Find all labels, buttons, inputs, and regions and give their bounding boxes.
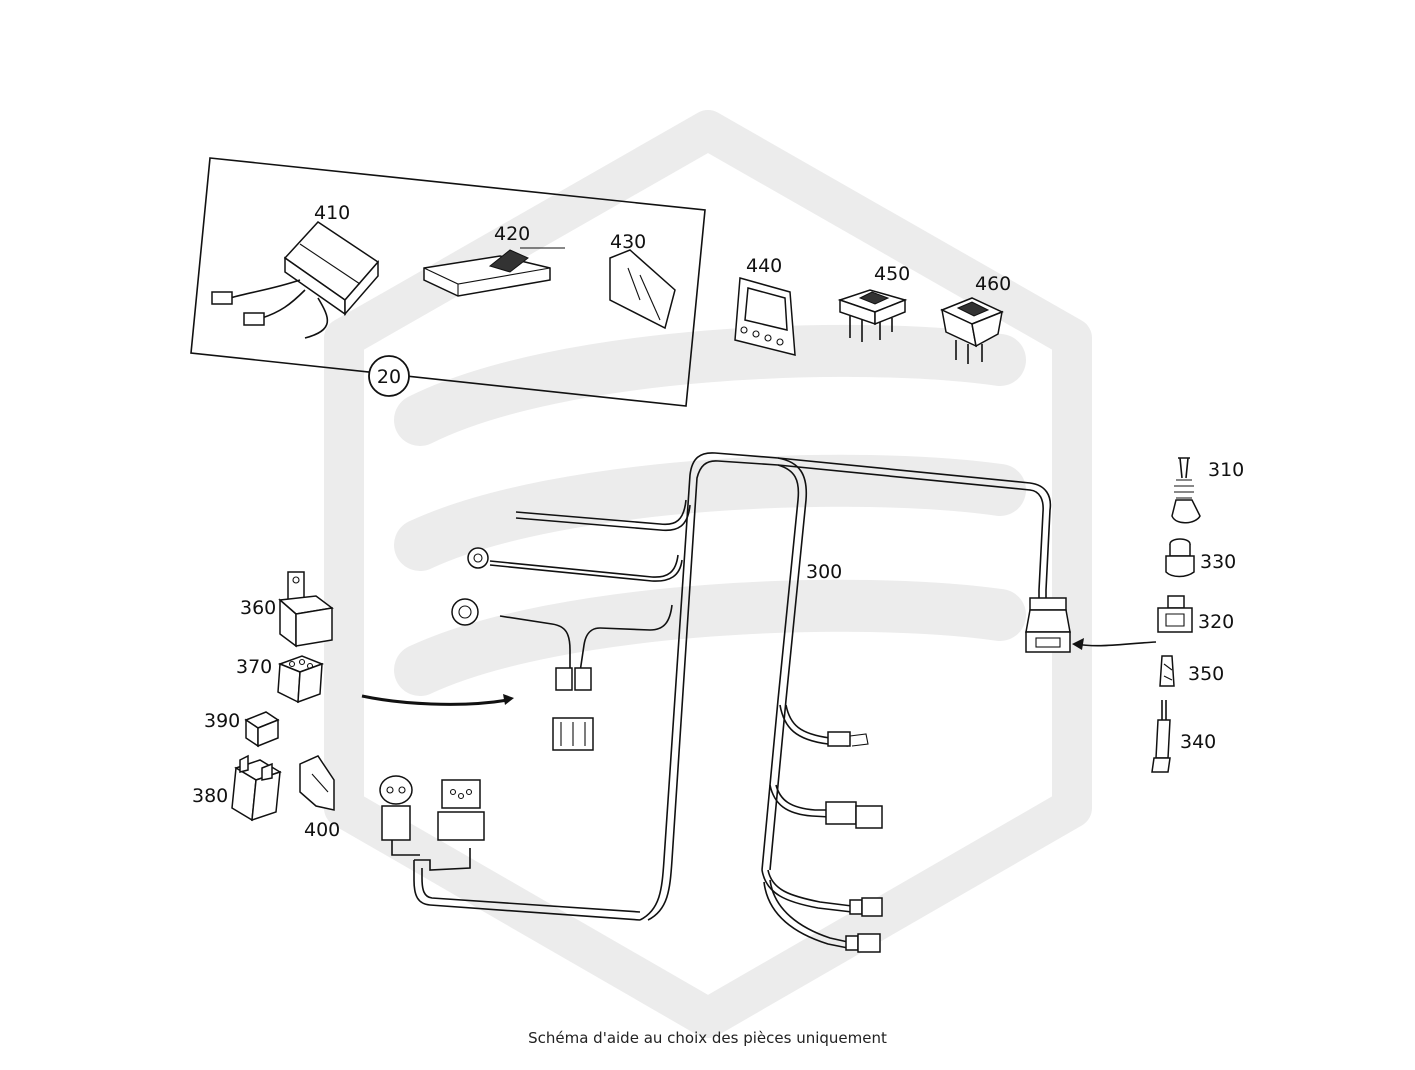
label-330: 330 bbox=[1200, 551, 1236, 573]
label-400: 400 bbox=[304, 819, 340, 841]
label-460: 460 bbox=[975, 273, 1011, 295]
kit-20-badge[interactable]: 20 bbox=[368, 355, 410, 397]
label-320: 320 bbox=[1198, 611, 1234, 633]
label-420: 420 bbox=[494, 223, 530, 245]
label-360: 360 bbox=[240, 597, 276, 619]
label-380: 380 bbox=[192, 785, 228, 807]
part-400-cover[interactable] bbox=[299, 755, 335, 811]
label-430: 430 bbox=[610, 231, 646, 253]
part-450-rocker-switch[interactable] bbox=[837, 289, 908, 342]
part-300-wiring-harness[interactable] bbox=[379, 452, 1071, 953]
part-320-housing[interactable] bbox=[1157, 595, 1193, 633]
part-460-round-switch[interactable] bbox=[940, 297, 1004, 364]
part-380-relay-holder[interactable] bbox=[231, 754, 282, 822]
label-310: 310 bbox=[1208, 459, 1244, 481]
kit-number: 20 bbox=[377, 366, 401, 388]
label-440: 440 bbox=[746, 255, 782, 277]
part-430-card[interactable] bbox=[609, 249, 676, 330]
part-410-control-unit[interactable] bbox=[211, 221, 380, 339]
watermark-logo bbox=[324, 110, 1092, 1038]
part-330-seal[interactable] bbox=[1165, 538, 1195, 578]
part-390-fuse[interactable] bbox=[244, 711, 280, 748]
diagram-caption: Schéma d'aide au choix des pièces unique… bbox=[528, 1029, 887, 1047]
part-360-relay[interactable] bbox=[278, 571, 334, 648]
part-370-relay-socket[interactable] bbox=[277, 655, 325, 704]
part-420-remote[interactable] bbox=[423, 247, 565, 297]
label-340: 340 bbox=[1180, 731, 1216, 753]
label-300: 300 bbox=[806, 561, 842, 583]
part-310-pin[interactable] bbox=[1171, 457, 1201, 524]
label-370: 370 bbox=[236, 656, 272, 678]
label-350: 350 bbox=[1188, 663, 1224, 685]
arrow-right-connector bbox=[1072, 638, 1157, 650]
part-340-terminal[interactable] bbox=[1151, 700, 1171, 773]
label-390: 390 bbox=[204, 710, 240, 732]
label-410: 410 bbox=[314, 202, 350, 224]
arrow-left-relays bbox=[361, 694, 514, 706]
part-440-display[interactable] bbox=[734, 277, 796, 356]
label-450: 450 bbox=[874, 263, 910, 285]
part-350-lock-clip[interactable] bbox=[1159, 655, 1175, 687]
kit-20-frame bbox=[190, 157, 706, 407]
